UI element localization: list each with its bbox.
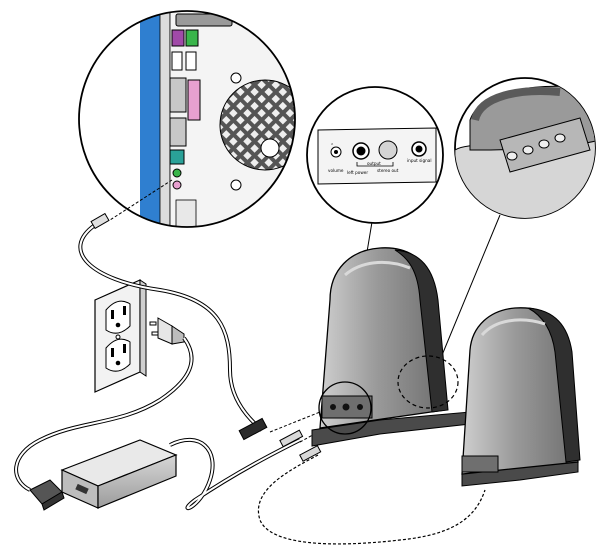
serial-port bbox=[169, 77, 187, 113]
audio-out-jack bbox=[172, 168, 182, 178]
right-speaker bbox=[461, 307, 581, 487]
cables bbox=[14, 179, 501, 545]
volume-label: volume bbox=[328, 168, 344, 173]
ps2-port-purple bbox=[171, 29, 185, 47]
stereo-out-label: stereo out bbox=[377, 168, 399, 173]
headphones-glyph: ⌃ bbox=[330, 143, 334, 149]
controls-highlight-circle bbox=[397, 355, 459, 409]
speaker-controls-callout bbox=[454, 77, 596, 219]
ac-plug bbox=[149, 317, 185, 345]
output-label: output bbox=[367, 161, 381, 166]
fan-grill bbox=[219, 79, 295, 171]
port-highlight-circle bbox=[318, 381, 372, 435]
speaker-button bbox=[522, 145, 534, 155]
stereo-out-jack bbox=[378, 140, 398, 160]
power-adapter bbox=[60, 439, 178, 509]
wall-outlet bbox=[94, 279, 147, 393]
input-signal-label: input signal bbox=[407, 158, 432, 163]
usb-port bbox=[171, 51, 183, 71]
computer-back-panel-callout bbox=[78, 10, 296, 228]
network-port bbox=[169, 149, 185, 165]
speaker-link-cable bbox=[257, 454, 486, 545]
parallel-port bbox=[187, 79, 201, 121]
power-plug bbox=[279, 429, 304, 448]
adapter-cord-plug bbox=[29, 479, 65, 511]
speaker-rear-panel-callout: ⌃ volume output left power stereo out in… bbox=[306, 86, 444, 224]
scsi-connector bbox=[175, 13, 233, 27]
chassis-edge bbox=[140, 11, 162, 227]
left-power-label: left power bbox=[347, 170, 368, 175]
ps2-port-green bbox=[185, 29, 199, 47]
left-speaker bbox=[311, 247, 471, 447]
audio-plug bbox=[238, 417, 268, 441]
